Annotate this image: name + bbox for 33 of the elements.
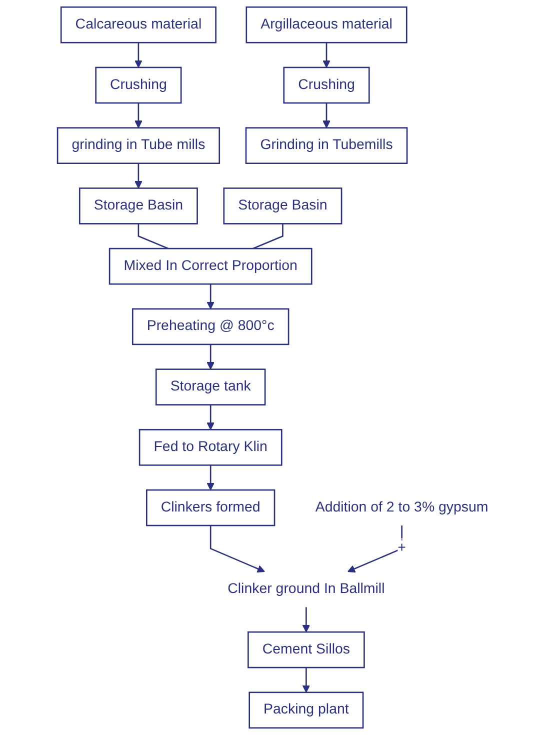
- arrow: [206, 344, 214, 370]
- process-box: Fed to Rotary Klin: [138, 428, 282, 466]
- text-label: Addition of 2 to 3% gypsum: [315, 500, 488, 515]
- process-box: Crushing: [95, 66, 182, 104]
- process-box: Cement Sillos: [248, 631, 365, 668]
- arrow: [210, 526, 265, 572]
- process-box: Clinkers formed: [146, 489, 276, 526]
- process-box: Calcareous material: [60, 6, 216, 44]
- edge-label: +: [398, 540, 406, 556]
- process-box: Crushing: [283, 66, 370, 104]
- connector-line: [252, 224, 284, 250]
- connector-line: [138, 224, 168, 250]
- process-box: Storage tank: [155, 368, 266, 406]
- arrow: [134, 102, 142, 128]
- process-box: Storage Basin: [223, 188, 342, 224]
- arrow: [322, 102, 330, 128]
- process-box: Preheating @ 800°c: [132, 308, 290, 346]
- arrow: [206, 465, 214, 490]
- arrow: [206, 404, 214, 430]
- arrow: [347, 526, 402, 572]
- process-box: grinding in Tube mills: [56, 127, 220, 164]
- process-box: Storage Basin: [78, 188, 198, 224]
- arrow: [322, 42, 330, 68]
- arrow: [206, 284, 214, 310]
- arrow: [302, 668, 310, 693]
- arrow: [134, 42, 142, 68]
- arrow: [302, 607, 310, 632]
- process-box: Mixed In Correct Proportion: [108, 248, 312, 285]
- process-box: Argillaceous material: [246, 6, 408, 44]
- arrow: [134, 163, 142, 189]
- text-label: Clinker ground In Ballmill: [228, 581, 385, 597]
- process-box: Grinding in Tubemills: [245, 127, 408, 164]
- process-box: Packing plant: [248, 692, 364, 729]
